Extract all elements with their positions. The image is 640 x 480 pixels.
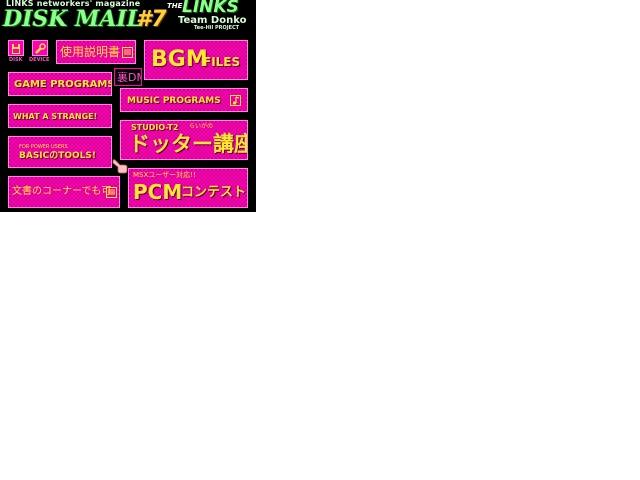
brand-logo: LINKS <box>182 0 239 17</box>
game-programs-button[interactable]: GAME PROGRAMS <box>8 72 112 96</box>
music-programs-button[interactable]: MUSIC PROGRAMS <box>120 88 248 112</box>
document-icon <box>106 187 117 198</box>
document-corner-label: 文書のコーナーでも可。 <box>12 186 120 197</box>
hand-pointer-icon <box>112 159 128 174</box>
music-note-icon <box>230 95 241 106</box>
msx-note-label: MSXユーザー対応!! <box>133 171 196 179</box>
document-corner-button[interactable]: 文書のコーナーでも可。 <box>8 176 120 208</box>
bgm-files-button[interactable]: BGM FILES <box>144 40 248 80</box>
power-users-label: FOR POWER USERS <box>19 144 68 150</box>
pcm-label: PCM <box>133 180 183 204</box>
team-name: Team Donko <box>178 15 247 26</box>
basic-tools-label: BASICのTOOLS! <box>19 151 97 161</box>
device-wrench-icon <box>35 43 46 54</box>
magazine-title: DISK MAIL <box>3 6 143 32</box>
disk-button[interactable] <box>8 40 24 56</box>
strange-label: WHAT A STRANGE! <box>13 112 98 121</box>
device-button[interactable] <box>32 40 48 56</box>
magazine-subtitle: LINKS networkers' magazine <box>6 0 141 8</box>
brand-prefix: THE <box>167 2 183 10</box>
project-name: Tee-Hil PROJECT <box>194 25 240 31</box>
music-programs-label: MUSIC PROGRAMS <box>127 96 221 106</box>
manual-button[interactable]: 使用説明書 <box>56 40 136 64</box>
bgm-label: BGM <box>151 47 208 72</box>
studio-kana-label: らいがの <box>189 123 214 130</box>
pcm-contest-label: コンテスト <box>181 185 247 200</box>
files-label: FILES <box>203 55 241 69</box>
pcm-contest-button[interactable]: MSXユーザー対応!! PCM コンテスト <box>128 168 248 208</box>
floppy-disk-icon <box>12 44 20 54</box>
manual-label: 使用説明書 <box>60 45 121 59</box>
studio-label: STUDIO-T2 <box>131 123 179 132</box>
basic-tools-button[interactable]: FOR POWER USERS BASICのTOOLS! <box>8 136 112 168</box>
ura-dm-label: 裏DM <box>117 71 141 84</box>
dotter-lesson-button[interactable]: STUDIO-T2 らいがの ドッター講座 <box>120 120 248 160</box>
game-programs-label: GAME PROGRAMS <box>14 79 112 90</box>
strange-button[interactable]: WHAT A STRANGE! <box>8 104 112 128</box>
device-label: DEVICE <box>29 57 50 63</box>
issue-number: #7 <box>136 7 167 32</box>
disk-label: DISK <box>9 57 23 63</box>
ura-dm-button[interactable]: 裏DM <box>114 68 142 86</box>
book-icon <box>122 47 133 58</box>
dotter-label: ドッター講座 <box>129 132 248 156</box>
disk-mail-screen: LINKS networkers' magazine DISK MAIL #7 … <box>0 0 256 212</box>
